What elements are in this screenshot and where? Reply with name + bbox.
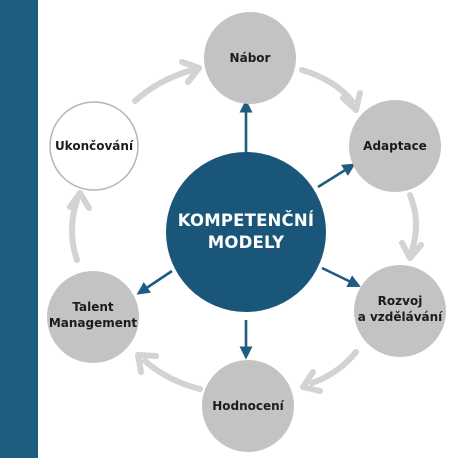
node-ukoncovani-label: Ukončování <box>55 139 134 153</box>
cycle-arrow-nabor-to-adaptace <box>299 67 363 113</box>
cycle-arrow-talent-to-ukoncovani <box>67 190 92 263</box>
spoke-arrow-adaptace <box>317 163 356 189</box>
node-rozvoj-label-line2: a vzdělávání <box>358 310 443 324</box>
node-ukoncovani: Ukončování <box>49 101 139 191</box>
node-talent-management: Talent Management <box>47 271 139 363</box>
node-talent-label-line1: Talent <box>72 300 114 314</box>
node-rozvoj: Rozvoj a vzdělávání <box>354 265 446 357</box>
cycle-arrow-adaptace-to-rozvoj <box>399 192 424 261</box>
node-talent-label-line2: Management <box>49 316 138 330</box>
spoke-arrow-talent <box>136 269 173 295</box>
spoke-arrows <box>136 99 361 360</box>
left-accent-bar <box>0 0 38 458</box>
cycle-arrows <box>67 59 424 394</box>
center-node: KOMPETENČNÍ MODELY <box>166 152 326 312</box>
center-title-line1: KOMPETENČNÍ <box>178 211 314 230</box>
cycle-arrow-ukoncovani-to-nabor <box>132 59 202 104</box>
cycle-arrow-rozvoj-to-hodnoceni <box>300 349 359 394</box>
spoke-arrow-rozvoj <box>321 266 361 288</box>
node-nabor: Nábor <box>204 12 296 104</box>
node-adaptace-label: Adaptace <box>363 139 427 153</box>
node-adaptace: Adaptace <box>349 100 441 192</box>
node-nabor-label: Nábor <box>230 51 271 65</box>
center-title-line2: MODELY <box>208 233 285 252</box>
node-hodnoceni-label: Hodnocení <box>212 399 284 413</box>
node-hodnoceni: Hodnocení <box>202 360 294 452</box>
node-rozvoj-label-line1: Rozvoj <box>378 294 423 308</box>
cycle-arrow-hodnoceni-to-talent <box>135 352 203 392</box>
